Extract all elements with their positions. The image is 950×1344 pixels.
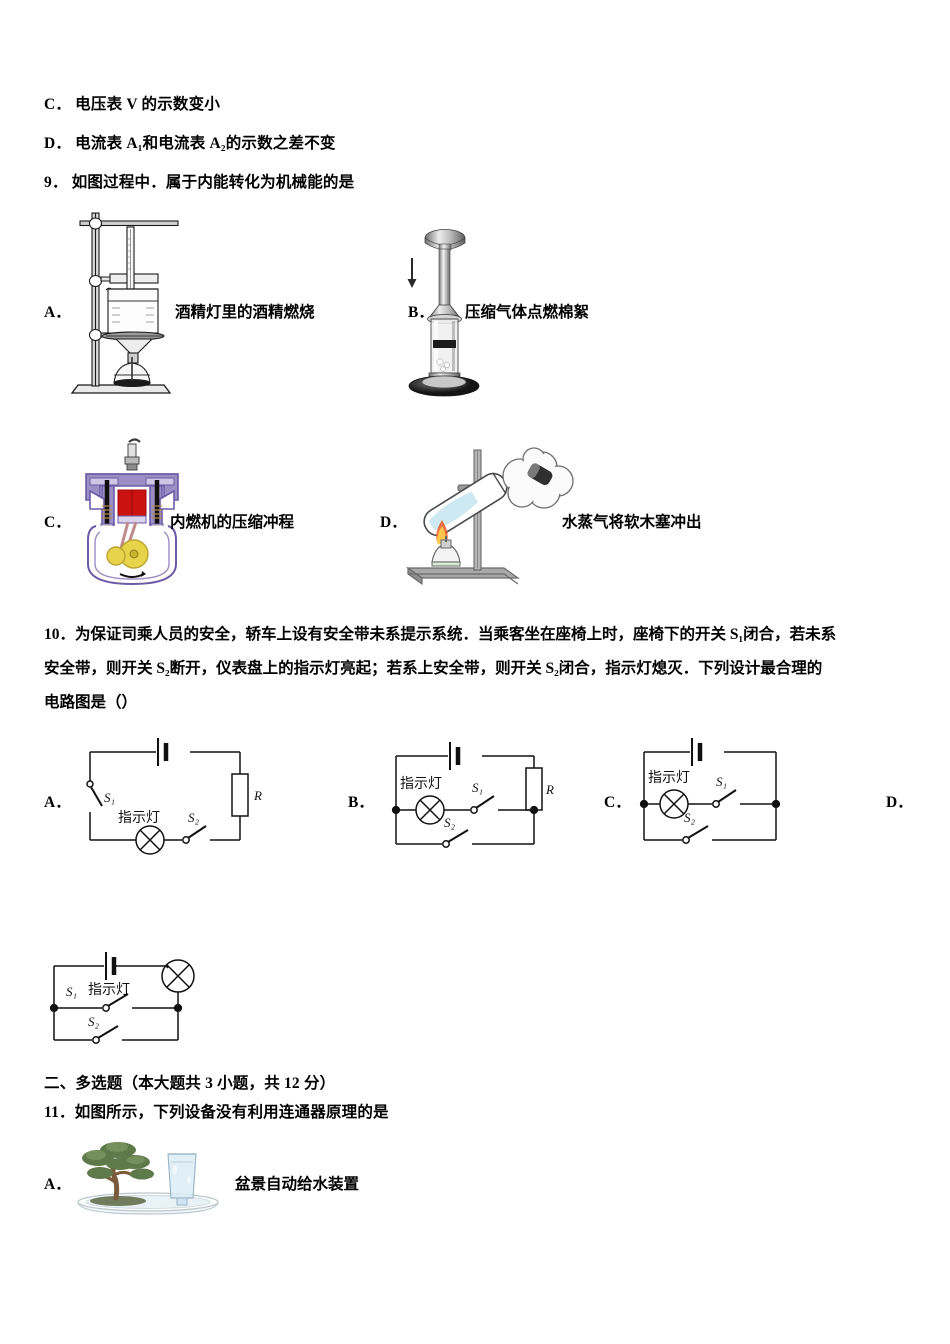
question-10-stem: 10．为保证司乘人员的安全，轿车上设有安全带未系提示系统．当乘客坐在座椅上时，座… [44, 626, 837, 643]
question-10-stem-line3: 电路图是（） [44, 694, 138, 711]
circuit-b-resistor-label: R [545, 782, 554, 797]
fire-syringe-figure [398, 222, 498, 398]
circuit-d-lamp-label: 指示灯 [88, 981, 130, 997]
q9-option-c-caption: 内燃机的压缩冲程 [170, 514, 295, 531]
q9-option-d-caption: 水蒸气将软木塞冲出 [562, 514, 702, 531]
q11-option-a-caption: 盆景自动给水装置 [235, 1176, 360, 1193]
q10-option-d-label: D． [886, 794, 913, 811]
circuit-b-s1-label: S₁ [472, 780, 483, 795]
q8-option-c: C． 电压表 V 的示数变小 [44, 96, 221, 113]
q10-option-c-label: C． [604, 794, 631, 811]
q9-option-c-label: C． [44, 514, 71, 531]
question-9-stem: 9． 如图过程中．属于内能转化为机械能的是 [44, 174, 355, 191]
circuit-d-s1-label: S₁ [66, 984, 77, 999]
engine-cylinder-cross-section-figure [76, 436, 188, 588]
circuit-a-s1-label: S₁ [104, 790, 115, 805]
q10-option-b-label: B． [348, 794, 374, 811]
circuit-b-s2-label: S₂ [444, 815, 456, 830]
circuit-b-figure: S₁ S₂ R 指示灯 [382, 730, 572, 862]
test-tube-steam-cork-figure [398, 436, 580, 588]
circuit-c-s1-label: S₁ [716, 774, 727, 789]
q9-option-d-label: D． [380, 514, 407, 531]
circuit-c-lamp-label: 指示灯 [648, 769, 690, 785]
q8-option-d: D． 电流表 A₁和电流表 A₂的示数之差不变 [44, 135, 336, 152]
q9-option-b-caption: 压缩气体点燃棉絮 [465, 304, 590, 321]
q10-option-a-label: A． [44, 794, 71, 811]
bonsai-auto-watering-figure [70, 1140, 230, 1224]
circuit-a-resistor-label: R [253, 788, 262, 803]
circuit-a-figure: S₁ S₂ R 指示灯 [78, 730, 278, 860]
q11-option-a-label: A． [44, 1176, 71, 1193]
q9-option-a-label: A． [44, 304, 71, 321]
circuit-d-s2-label: S₂ [88, 1014, 100, 1029]
section-2-heading: 二、多选题（本大题共 3 小题，共 12 分） [44, 1075, 336, 1092]
circuit-a-s2-label: S₂ [188, 810, 200, 825]
circuit-d-figure: S₁ S₂ 指示灯 [44, 940, 234, 1060]
q9-option-a-caption: 酒精灯里的酒精燃烧 [175, 304, 315, 321]
circuit-c-s2-label: S₂ [684, 810, 696, 825]
question-10-stem-line2: 安全带，则开关 S₂断开，仪表盘上的指示灯亮起；若系上安全带，则开关 S₂闭合，… [44, 660, 823, 677]
circuit-c-figure: S₁ S₂ 指示灯 [632, 730, 792, 862]
retort-stand-beaker-alcohol-lamp-figure [70, 205, 182, 401]
circuit-b-lamp-label: 指示灯 [400, 775, 442, 791]
question-11-stem: 11．如图所示，下列设备没有利用连通器原理的是 [44, 1104, 389, 1121]
circuit-a-lamp-label: 指示灯 [118, 809, 160, 825]
q9-option-b-label: B． [408, 304, 434, 321]
